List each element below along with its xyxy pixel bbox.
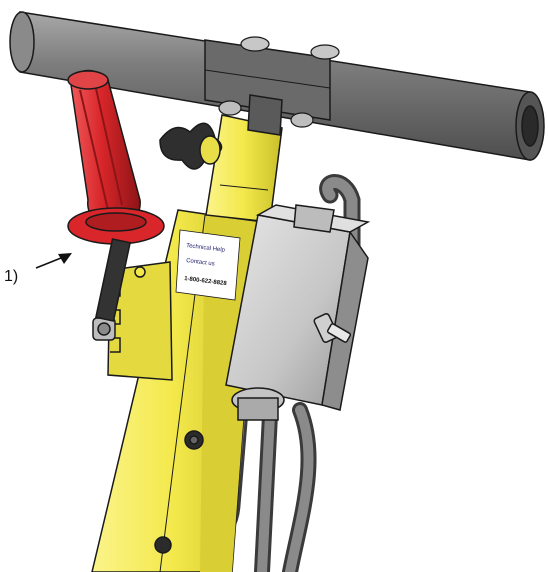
technical-help-decal: Technical Help Contact us 1-800-622-8828: [176, 230, 240, 300]
callout-label: 1): [4, 268, 18, 285]
center-post: [248, 95, 282, 135]
callout-1: 1): [4, 253, 72, 285]
star-knob: [160, 123, 222, 169]
